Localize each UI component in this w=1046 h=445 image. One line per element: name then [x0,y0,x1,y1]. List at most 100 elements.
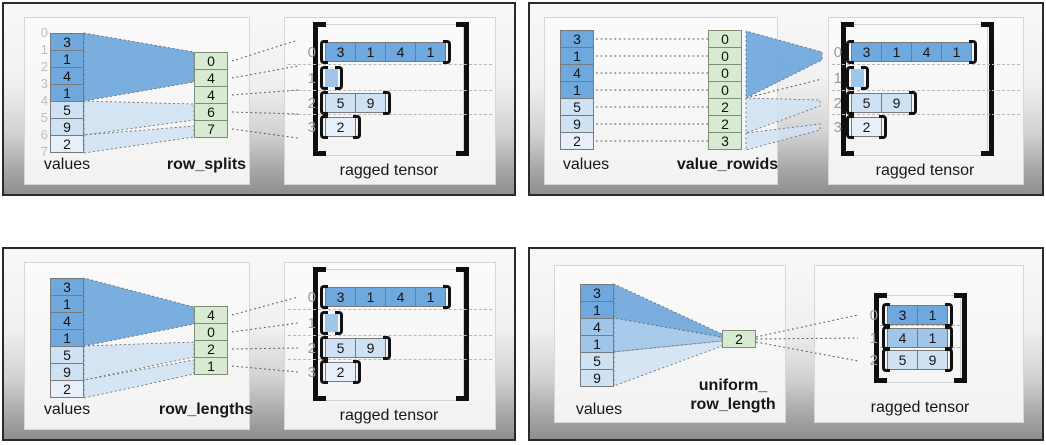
row-splits-cell: 6 [194,103,228,121]
values-cell: 4 [580,318,614,336]
tensor-cell: 5 [325,93,356,113]
bracket-close-icon [945,326,953,350]
values-cell: 5 [580,352,614,370]
row-separator [288,114,492,115]
tensor-row-empty: 1 [300,311,343,335]
tensor-cell: 1 [415,42,446,62]
bracket-close-icon [909,91,917,115]
row-separator [832,114,1020,115]
row-separator [288,90,492,91]
value-rowids-cell: 0 [708,64,742,82]
bracket-open-icon [846,91,854,115]
tensor-cell: 3 [325,287,356,307]
tensor-cell: 1 [917,328,948,348]
bracket-close-icon [443,285,451,309]
values-cell: 1 [580,335,614,353]
boundary-index: 2 [40,59,48,74]
tensor-cell: 9 [881,93,912,113]
bracket-open-icon [846,115,854,139]
values-cell: 1 [560,47,594,65]
row-separator [288,335,492,336]
bracket-open-icon [846,40,854,64]
values-column: 3 1 4 1 5 9 2 [50,33,84,153]
tensor-cell: 1 [941,42,972,62]
tensor-label: ragged tensor [870,399,970,416]
values-cell: 2 [50,380,84,398]
value-rowids-cell: 0 [708,47,742,65]
method-label: value_rowids [676,156,779,173]
row-index: 0 [307,288,316,306]
tensor-row: 0 3 1 [862,303,953,327]
tensor-row: 3 2 [300,360,361,384]
bracket-close-icon [879,115,887,139]
tensor-row: 2 5 9 [862,348,953,372]
bracket-close-icon [335,66,343,90]
values-cell: 1 [50,50,84,68]
panel-uniform-row-length: 3 1 4 1 5 9 2 values uniform_ row_length… [528,247,1044,441]
values-cell: 2 [560,132,594,150]
values-cell: 5 [50,101,84,119]
row-separator [288,359,492,360]
tensor-row: 0 3 1 4 1 [300,285,451,309]
values-cell: 1 [50,329,84,347]
bracket-open-icon [320,91,328,115]
panel-value-rowids: 3 1 4 1 5 9 2 0 0 0 0 2 2 3 values value… [528,2,1044,196]
tensor-row: 2 5 9 [826,91,917,115]
tensor-cell: 5 [851,93,882,113]
tensor-cell: 2 [851,117,882,137]
row-index: 1 [307,69,316,87]
boundary-index: 1 [40,42,48,57]
tensor-cell: 4 [887,328,918,348]
row-lengths-cell: 1 [194,357,228,375]
bracket-close-icon [383,336,391,360]
tensor-cell: 9 [917,350,948,370]
row-index: 0 [833,43,842,61]
value-rowids-cell: 0 [708,81,742,99]
value-rowids-column: 0 0 0 0 2 2 3 [708,30,742,150]
tensor-cell: 5 [325,338,356,358]
values-cell: 2 [50,135,84,153]
row-index: 2 [833,94,842,112]
bracket-open-icon [320,336,328,360]
bracket-open-icon [320,311,328,335]
value-rowids-cell: 2 [708,98,742,116]
bracket-close-icon [945,303,953,327]
bracket-open-icon [320,360,328,384]
values-cell: 3 [580,284,614,302]
value-rowids-cell: 2 [708,115,742,133]
values-cell: 4 [50,67,84,85]
tensor-cell: 1 [355,42,386,62]
bracket-close-icon [383,91,391,115]
tensor-cell: 2 [325,362,356,382]
row-lengths-cell: 2 [194,340,228,358]
value-rowids-cell: 0 [708,30,742,48]
tensor-row-empty: 1 [300,66,343,90]
method-label: uniform_ row_length [690,377,776,413]
row-separator [832,90,1020,91]
row-separator [880,325,960,326]
empty-row-fill [851,69,864,87]
values-column: 3 1 4 1 5 9 2 [50,278,84,398]
boundary-index: 7 [40,144,48,159]
values-label: values [43,401,91,418]
tensor-row: 3 2 [300,115,361,139]
tensor-bracket-left [313,22,326,156]
tensor-label: ragged tensor [339,162,439,179]
tensor-cell: 9 [355,338,386,358]
tensor-cell: 2 [325,117,356,137]
row-splits-column: 0 4 4 6 7 [194,52,228,138]
boundary-index: 3 [40,76,48,91]
row-lengths-column: 4 0 2 1 [194,306,228,375]
tensor-row: 2 5 9 [300,91,391,115]
values-column: 3 1 4 1 5 9 2 [560,30,594,150]
bracket-close-icon [945,348,953,372]
row-index: 0 [307,43,316,61]
boundary-index: 4 [40,93,48,108]
row-index: 2 [869,351,878,369]
method-label: row_lengths [158,401,254,418]
tensor-cell: 1 [355,287,386,307]
bracket-close-icon [861,66,869,90]
values-cell: 9 [50,118,84,136]
row-splits-cell: 4 [194,86,228,104]
tensor-cell: 3 [887,305,918,325]
